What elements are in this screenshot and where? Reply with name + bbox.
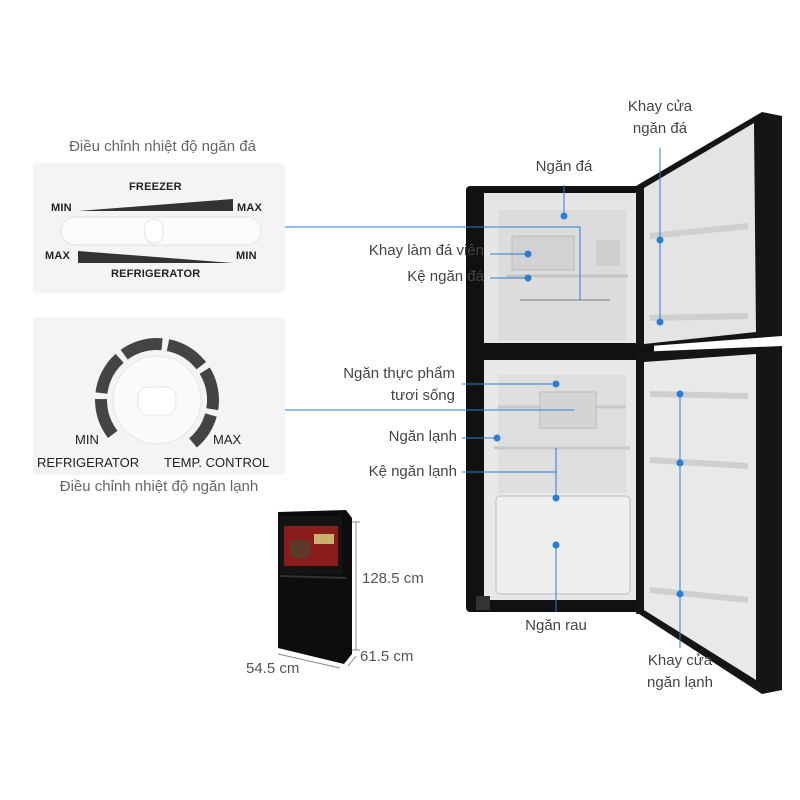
label-ngan-lanh: Ngăn lạnh <box>388 428 457 445</box>
freezer-max-label: MAX <box>237 202 263 214</box>
label-khay-cua-ngan-da-line1: Khay cửa <box>627 98 693 115</box>
label-ke-ngan-lanh: Kệ ngăn lạnh <box>368 463 457 480</box>
fridge-dial-graphic <box>94 337 220 463</box>
fridge-min-label: MIN <box>75 432 99 447</box>
dimension-width: 54.5 cm <box>246 660 300 677</box>
label-ngan-thuc-pham-line1: Ngăn thực phẩm <box>343 365 455 382</box>
freezer-control-panel: FREEZER MIN MAX MAX MIN REFRIGERATOR <box>33 163 285 293</box>
freezer-slider-graphic <box>60 199 262 263</box>
refrigerator-label: REFRIGERATOR <box>111 268 201 280</box>
dimension-height: 128.5 cm <box>362 570 424 587</box>
label-ngan-da: Ngăn đá <box>535 158 593 175</box>
label-khay-cua-ngan-da-line2: ngăn đá <box>632 120 688 137</box>
fridge-temp-control-label: TEMP. CONTROL <box>164 455 270 470</box>
freezer-label: FREEZER <box>129 181 182 193</box>
dimension-depth: 61.5 cm <box>360 648 414 665</box>
label-khay-lam-da-vien: Khay làm đá viên <box>368 242 484 259</box>
refrigerator-min-label: MIN <box>236 250 257 262</box>
fridge-control-caption: Điều chỉnh nhiệt độ ngăn lạnh <box>59 478 259 495</box>
fridge-max-label: MAX <box>213 432 242 447</box>
fridge-control-panel: MIN MAX REFRIGERATOR TEMP. CONTROL <box>33 317 285 475</box>
label-ngan-rau: Ngăn rau <box>525 617 587 634</box>
label-khay-cua-ngan-lanh-line1: Khay cửa <box>647 652 713 669</box>
label-khay-cua-ngan-lanh-line2: ngăn lạnh <box>647 674 713 691</box>
refrigerator-max-label: MAX <box>45 250 71 262</box>
fridge-refrigerator-label: REFRIGERATOR <box>37 455 140 470</box>
freezer-min-label: MIN <box>51 202 72 214</box>
label-ngan-thuc-pham-line2: tươi sống <box>390 387 455 404</box>
freezer-control-caption: Điều chỉnh nhiệt độ ngăn đá <box>69 138 256 155</box>
label-ke-ngan-da: Kệ ngăn đá <box>407 268 484 285</box>
